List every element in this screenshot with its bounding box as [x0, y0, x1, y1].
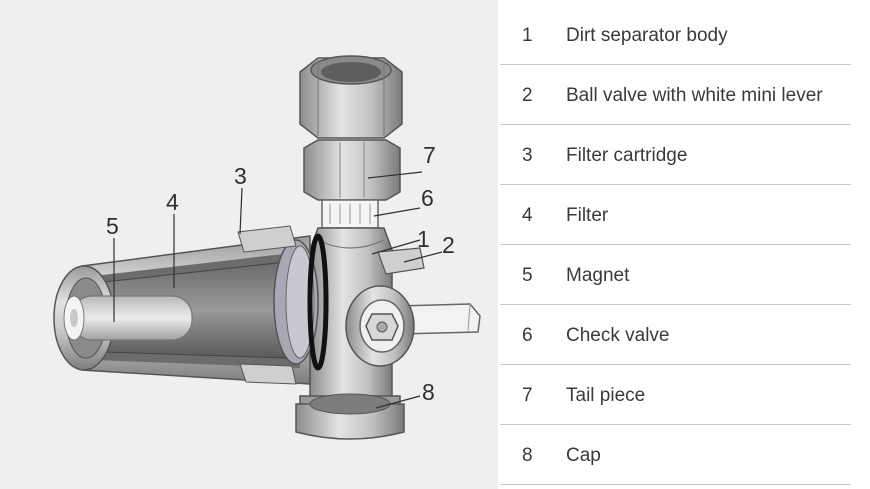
callout-1: 1	[417, 226, 430, 252]
part-row: 5 Magnet	[500, 245, 851, 305]
part-row: 6 Check valve	[500, 305, 851, 365]
part-number: 3	[522, 145, 533, 166]
parts-legend-table: 1 Dirt separator body 2 Ball valve with …	[500, 0, 851, 489]
part-label: Cap	[566, 445, 601, 466]
leader-line-2	[403, 251, 443, 263]
cap	[295, 393, 405, 440]
leader-line-1	[371, 239, 421, 255]
callout-4: 4	[166, 189, 179, 215]
part-number: 1	[522, 25, 533, 46]
part-row: 8 Cap	[500, 425, 851, 485]
leader-line-6	[373, 207, 421, 217]
leader-line-7	[367, 171, 423, 179]
filter-housing	[53, 225, 329, 385]
part-label: Dirt separator body	[566, 25, 728, 46]
part-row: 3 Filter cartridge	[500, 125, 851, 185]
part-row: 7 Tail piece	[500, 365, 851, 425]
callout-3: 3	[234, 163, 247, 189]
leader-lines	[113, 171, 443, 409]
callout-7: 7	[423, 142, 436, 168]
part-label: Magnet	[566, 265, 630, 286]
part-label: Tail piece	[566, 385, 646, 406]
part-row: 1 Dirt separator body	[500, 5, 851, 65]
callout-6: 6	[421, 185, 434, 211]
leader-line-3	[239, 187, 243, 235]
callout-5: 5	[106, 213, 119, 239]
part-row: 2 Ball valve with white mini lever	[500, 65, 851, 125]
callout-2: 2	[442, 232, 455, 258]
leader-line-8	[375, 395, 421, 409]
part-number: 7	[522, 385, 533, 406]
part-label: Ball valve with white mini lever	[566, 85, 823, 106]
ball-valve	[345, 247, 425, 367]
check-valve	[321, 199, 379, 229]
part-row: 4 Filter	[500, 185, 851, 245]
part-label: Filter	[566, 205, 609, 226]
callout-8: 8	[422, 379, 435, 405]
part-number: 5	[522, 265, 533, 286]
tail-piece-nut	[299, 55, 403, 139]
part-number: 4	[522, 205, 533, 226]
dirt-separator-diagram: 1 2 3 4 5 6 7 8	[0, 0, 498, 489]
part-label: Filter cartridge	[566, 145, 688, 166]
part-label: Check valve	[566, 325, 670, 346]
part-number: 2	[522, 85, 533, 106]
tail-piece-hex	[303, 139, 401, 201]
part-number: 6	[522, 325, 533, 346]
part-number: 8	[522, 445, 533, 466]
dirt-separator-illustration: 1 2 3 4 5 6 7 8	[53, 55, 481, 440]
